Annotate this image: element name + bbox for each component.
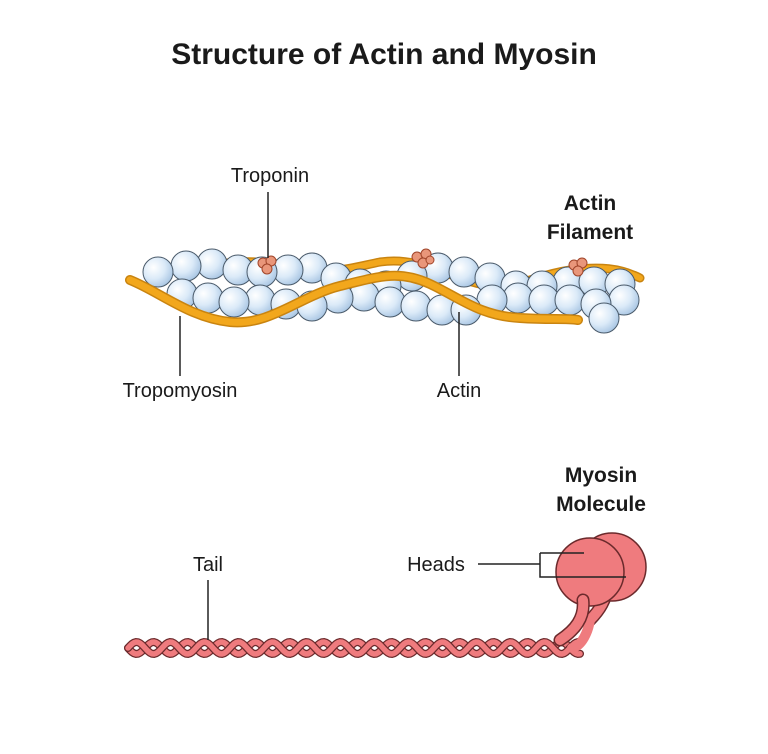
actin-filament-heading-line2: Filament xyxy=(547,221,633,244)
tail-label: Tail xyxy=(193,554,223,576)
actin-monomer xyxy=(142,256,174,288)
myosin-molecule xyxy=(124,532,647,659)
actin-label: Actin xyxy=(437,380,481,402)
actin-monomer xyxy=(400,290,432,322)
actin-monomer xyxy=(218,286,250,318)
actin-monomer xyxy=(502,282,534,314)
troponin-complex-1 xyxy=(257,255,277,275)
myosin-tail-braid xyxy=(124,615,595,659)
actin-monomer xyxy=(554,284,586,316)
actin-monomer xyxy=(272,254,304,286)
myosin-molecule-heading-line2: Molecule xyxy=(556,493,646,516)
actin-filament xyxy=(125,248,645,334)
troponin-complex-3 xyxy=(568,257,588,277)
troponin-complex-2 xyxy=(411,248,435,269)
actin-filament-heading-line1: Actin xyxy=(564,192,617,215)
troponin-label: Troponin xyxy=(231,165,309,187)
myosin-tail-strand xyxy=(125,639,583,657)
myosin-neck-front-fill xyxy=(555,595,589,645)
heads-label: Heads xyxy=(407,554,465,576)
actin-monomer xyxy=(170,250,202,282)
actin-monomer xyxy=(588,302,620,334)
tropomyosin-strand-front xyxy=(126,272,582,326)
myosin-head-front xyxy=(555,537,625,607)
myosin-molecule-heading-line1: Myosin xyxy=(565,464,637,487)
diagram-title: Structure of Actin and Myosin xyxy=(171,38,597,71)
tropomyosin-label: Tropomyosin xyxy=(123,380,238,402)
actin-monomer xyxy=(374,286,406,318)
myosin-tail-neck-join xyxy=(567,615,595,653)
heads-bracket-bottom xyxy=(539,553,626,578)
actin-monomer xyxy=(196,248,228,280)
actin-monomer xyxy=(448,256,480,288)
